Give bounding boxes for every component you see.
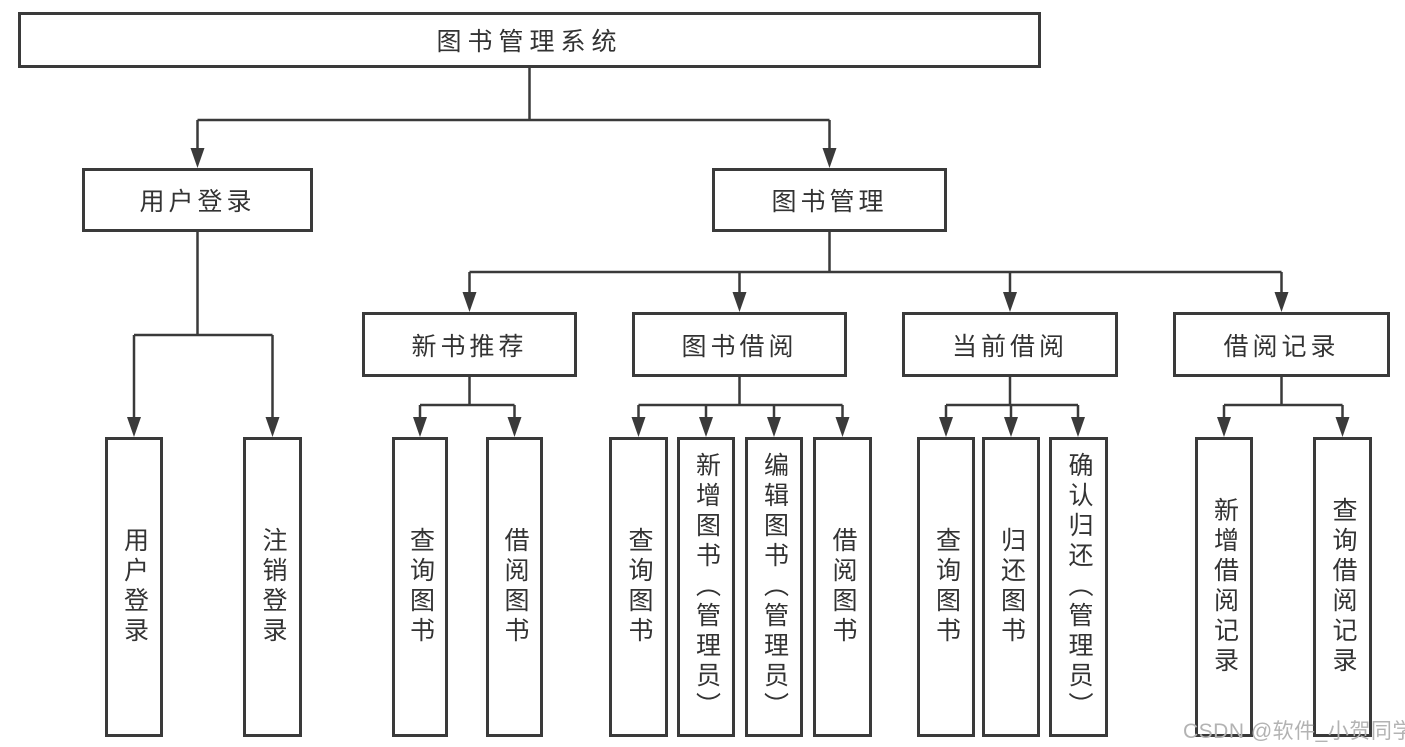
arrowhead <box>767 417 781 437</box>
leaf-label: 借阅图书 <box>501 527 529 647</box>
leaf-label: 借阅图书 <box>829 527 857 647</box>
node-book-management: 图书管理 <box>712 168 947 232</box>
node-user-login: 用户登录 <box>82 168 313 232</box>
arrowheads <box>127 148 1350 437</box>
node-label: 图书管理系统 <box>436 28 623 56</box>
leaf-label: 归还图书 <box>997 527 1026 647</box>
arrowhead <box>190 148 205 168</box>
leaf-current-query-books: 查询图书 <box>917 437 975 737</box>
node-library-management-system: 图书管理系统 <box>18 12 1041 68</box>
arrowhead <box>835 417 850 437</box>
leaf-label: 新增借阅记录 <box>1210 497 1239 677</box>
arrowhead <box>265 417 280 437</box>
connector-new-books-to-leaves <box>418 377 516 417</box>
leaf-borrow-add-books-admin: 新增图书（管理员） <box>677 437 735 737</box>
arrowhead <box>732 292 747 312</box>
arrowhead <box>939 417 953 437</box>
node-label: 图书借阅 <box>681 332 798 361</box>
arrowhead <box>1004 417 1018 437</box>
node-new-book-recommendation: 新书推荐 <box>362 312 577 377</box>
node-label: 新书推荐 <box>411 332 528 361</box>
arrowhead <box>127 417 141 437</box>
leaf-label: 查询图书 <box>932 527 961 647</box>
leaf-label: 注销登录 <box>259 527 287 647</box>
arrowhead <box>699 417 713 437</box>
leaf-label: 查询图书 <box>625 527 653 647</box>
node-current-borrowing: 当前借阅 <box>902 312 1118 377</box>
arrowhead <box>507 417 522 437</box>
arrowhead <box>1003 292 1017 312</box>
leaf-borrow-query-books: 查询图书 <box>609 437 668 737</box>
node-label: 图书管理 <box>771 188 888 216</box>
leaf-label: 编辑图书（管理员） <box>760 452 789 722</box>
leaf-user-login: 用户登录 <box>105 437 163 737</box>
connector-current-to-leaves <box>944 377 1080 417</box>
leaf-label: 查询图书 <box>406 527 435 647</box>
node-label: 借阅记录 <box>1223 332 1340 361</box>
leaf-borrow-borrow-books: 借阅图书 <box>813 437 872 737</box>
node-label: 当前借阅 <box>951 332 1068 361</box>
leaf-label: 确认归还（管理员） <box>1065 452 1093 722</box>
node-label: 用户登录 <box>139 188 256 216</box>
leaf-newbooks-query-books: 查询图书 <box>392 437 448 737</box>
leaf-logout: 注销登录 <box>243 437 302 737</box>
arrowhead <box>822 148 837 168</box>
arrowhead <box>462 292 477 312</box>
leaf-current-confirm-return-admin: 确认归还（管理员） <box>1049 437 1108 737</box>
connector-records-to-leaves <box>1222 377 1344 417</box>
arrowhead <box>1071 417 1085 437</box>
arrowhead <box>1217 417 1231 437</box>
arrowhead <box>1274 292 1289 312</box>
arrowhead <box>631 417 646 437</box>
node-book-borrowing: 图书借阅 <box>632 312 847 377</box>
leaf-label: 查询借阅记录 <box>1329 497 1357 677</box>
csdn-watermark: CSDN @软件_小贺同学 <box>1183 720 1405 743</box>
arrowhead <box>1335 417 1350 437</box>
leaf-label: 用户登录 <box>120 527 149 647</box>
leaf-newbooks-borrow-books: 借阅图书 <box>486 437 543 737</box>
leaf-records-add-borrow-record: 新增借阅记录 <box>1195 437 1253 737</box>
connector-root-to-level2 <box>196 67 831 148</box>
connector-borrow-to-leaves <box>637 377 844 417</box>
arrowhead <box>413 417 427 437</box>
connector-user-login-to-leaves <box>132 232 274 417</box>
leaf-records-query-borrow-record: 查询借阅记录 <box>1313 437 1372 737</box>
leaf-current-return-books: 归还图书 <box>982 437 1040 737</box>
connector-book-mgmt-to-level3 <box>468 232 1283 292</box>
leaf-label: 新增图书（管理员） <box>692 452 721 722</box>
leaf-borrow-edit-books-admin: 编辑图书（管理员） <box>745 437 803 737</box>
node-borrowing-records: 借阅记录 <box>1173 312 1390 377</box>
